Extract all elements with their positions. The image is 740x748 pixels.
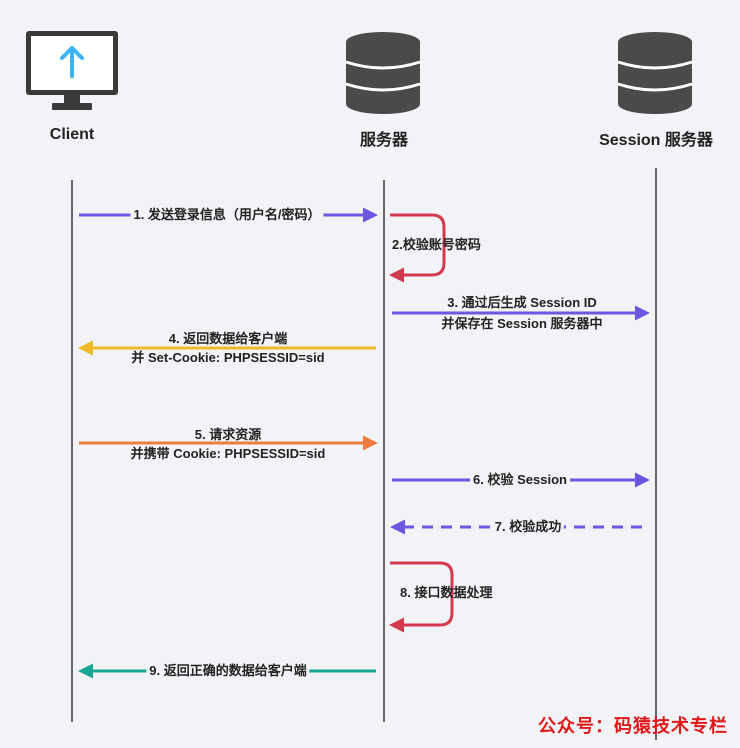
message-3-label-line1: 3. 通过后生成 Session ID [447,295,597,310]
session-database-icon [617,32,693,114]
watermark-text: 公众号：码猿技术专栏 [538,716,728,737]
message-4-label-line2: 并 Set-Cookie: PHPSESSID=sid [131,350,325,365]
message-6-label: 6. 校验 Session [470,471,570,488]
arrow-2 [389,213,446,283]
message-5-label-line1: 5. 请求资源 [194,427,262,442]
message-8-label: 8. 接口数据处理 [400,585,493,600]
message-2-label: 2.校验账号密码 [392,237,481,252]
actor-server: 服务器 [359,132,409,149]
message-3-label-line2: 并保存在 Session 服务器中 [441,316,603,331]
message-1-label: 1. 发送登录信息（用户名/密码） [130,206,324,223]
actor-client: Client [49,126,95,143]
message-5-label-line2: 并携带 Cookie: PHPSESSID=sid [130,446,326,461]
arrow-8 [389,561,454,633]
database-icon [345,32,421,114]
message-4-label-line1: 4. 返回数据给客户端 [168,331,288,346]
monitor-icon [26,31,118,110]
actor-session-server: Session 服务器 [599,132,713,149]
message-9-label: 9. 返回正确的数据给客户端 [146,662,310,679]
message-7-label: 7. 校验成功 [491,518,565,535]
